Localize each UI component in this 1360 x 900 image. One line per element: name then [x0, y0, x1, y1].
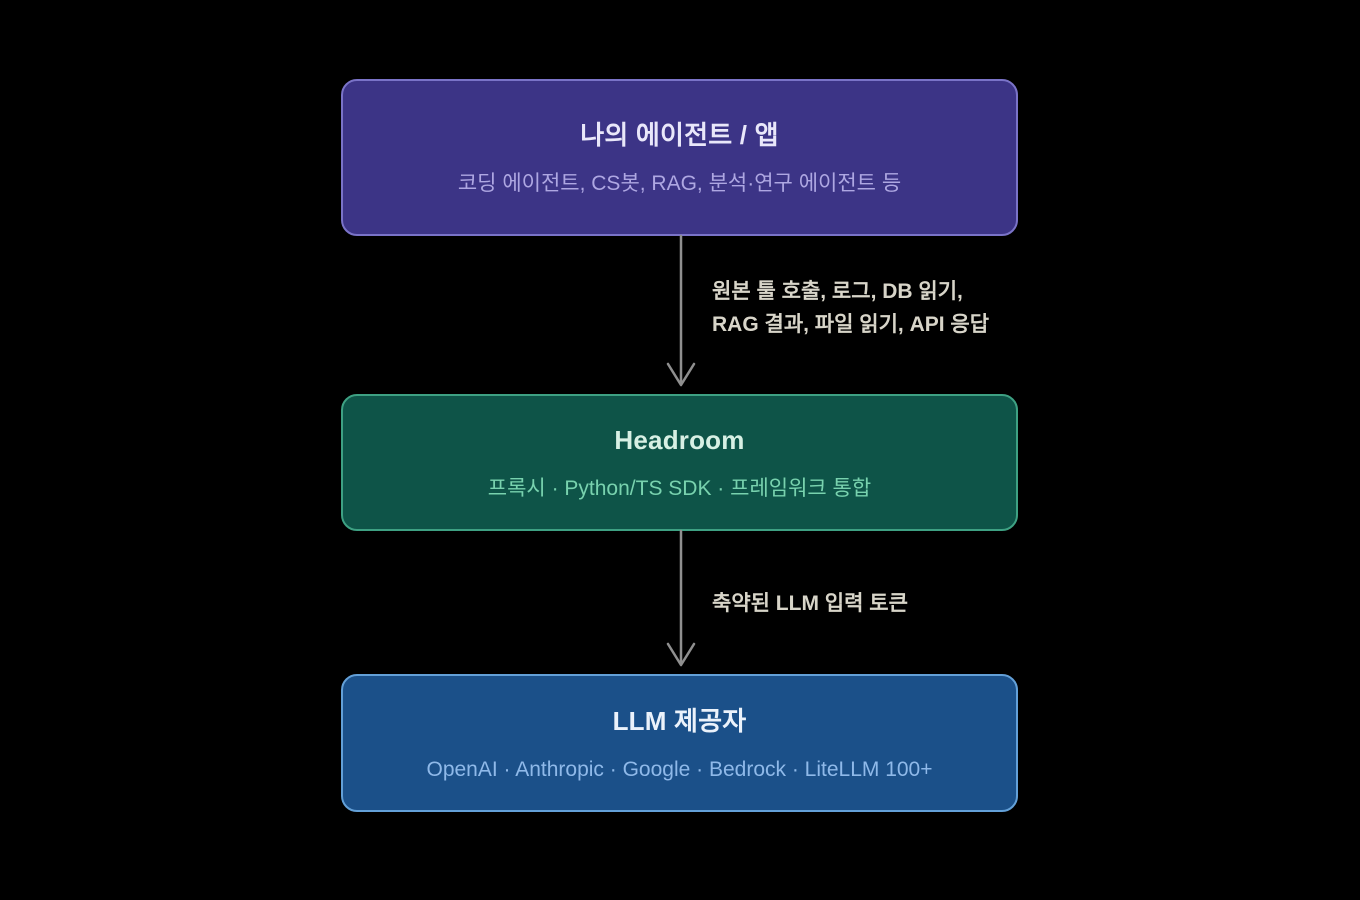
agent-app-box: 나의 에이전트 / 앱 코딩 에이전트, CS봇, RAG, 분석·연구 에이전…	[341, 79, 1018, 236]
arrow-agent-to-headroom-label: 원본 툴 호출, 로그, DB 읽기, RAG 결과, 파일 읽기, API 응…	[712, 275, 989, 341]
arrow-label-line: RAG 결과, 파일 읽기, API 응답	[712, 313, 990, 336]
headroom-subtitle: 프록시 · Python/TS SDK · 프레임워크 통합	[487, 477, 872, 500]
arrow-agent-to-headroom	[666, 234, 696, 387]
agent-app-subtitle: 코딩 에이전트, CS봇, RAG, 분석·연구 에이전트 등	[457, 172, 902, 195]
llm-providers-subtitle: OpenAI · Anthropic · Google · Bedrock · …	[426, 757, 933, 781]
llm-providers-title: LLM 제공자	[612, 705, 747, 736]
llm-providers-box: LLM 제공자 OpenAI · Anthropic · Google · Be…	[341, 674, 1018, 812]
arrow-head-icon	[666, 642, 696, 667]
arrow-label-line: 축약된 LLM 입력 토큰	[712, 592, 908, 615]
headroom-title: Headroom	[614, 425, 745, 455]
arrow-headroom-to-llm-label: 축약된 LLM 입력 토큰	[712, 587, 908, 620]
arrow-head-icon	[666, 362, 696, 387]
headroom-box: Headroom 프록시 · Python/TS SDK · 프레임워크 통합	[341, 394, 1018, 531]
arrow-headroom-to-llm	[666, 529, 696, 667]
arrow-label-line: 원본 툴 호출, 로그, DB 읽기,	[712, 280, 963, 303]
agent-app-title: 나의 에이전트 / 앱	[580, 120, 779, 150]
